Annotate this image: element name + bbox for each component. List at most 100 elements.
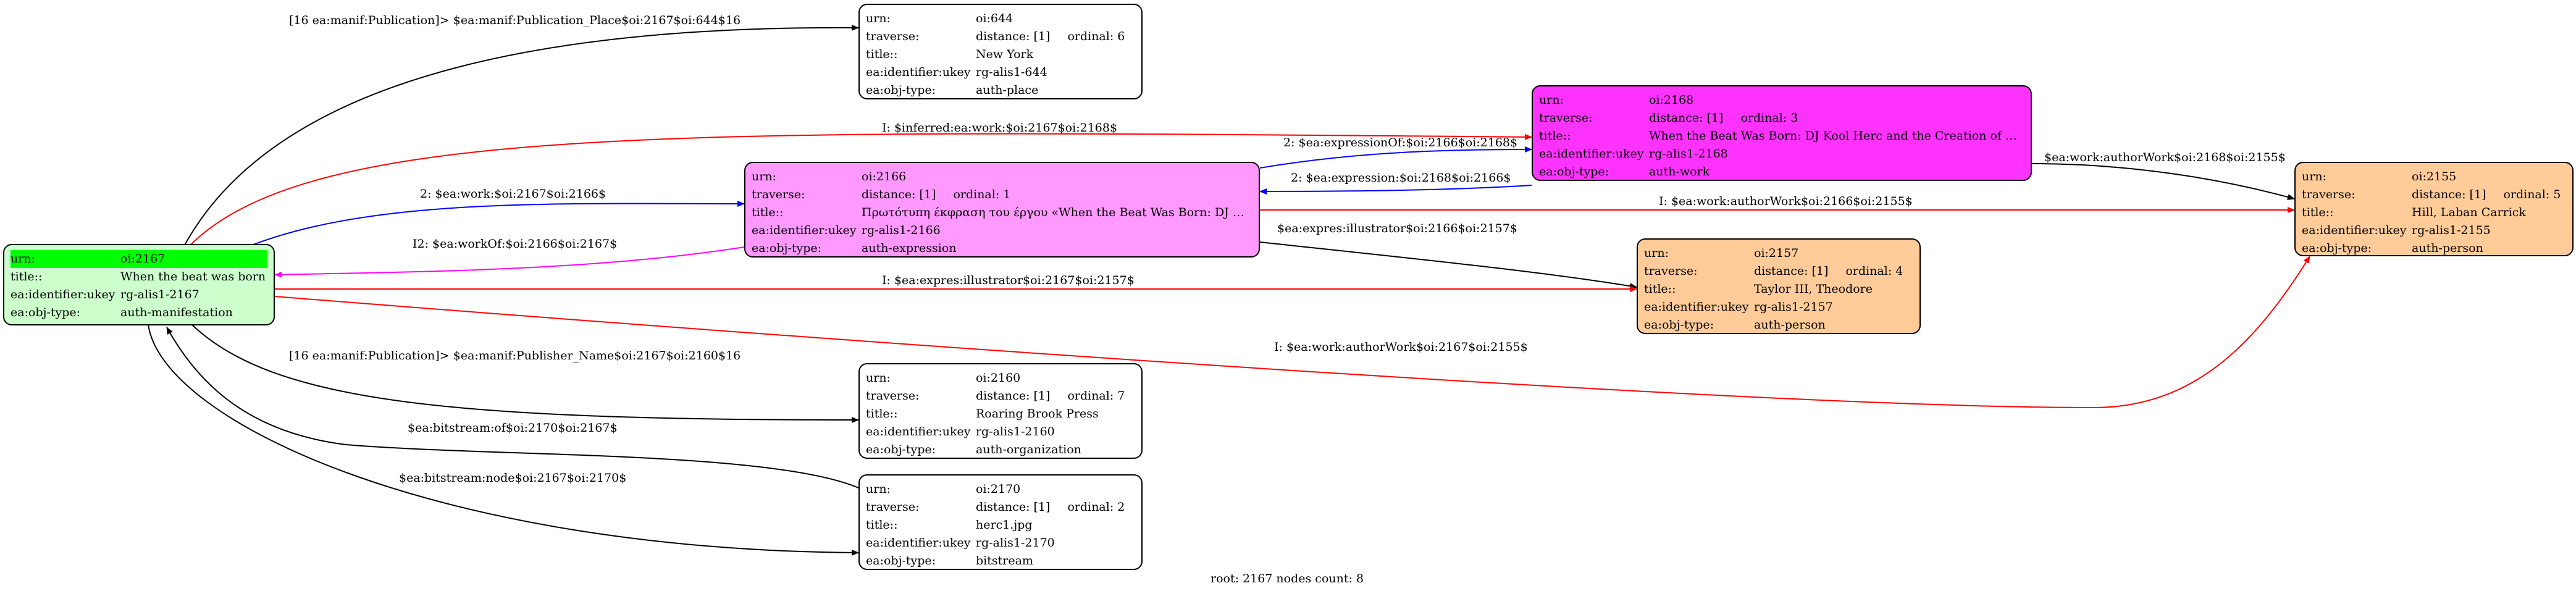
edge-publisher <box>191 324 859 423</box>
objtype-key: ea:obj-type: <box>10 306 81 319</box>
objtype-key: ea:obj-type: <box>2302 241 2372 255</box>
edge-label-inferred-work: I: $inferred:ea:work:$oi:2167$oi:2168$ <box>882 121 1118 135</box>
node-urn-row: urn:oi:2157 <box>1644 245 1913 262</box>
urn-value: oi:2166 <box>862 170 907 183</box>
urn-key: urn: <box>1644 246 1669 260</box>
node-title-row: title::When the beat was born <box>10 268 267 286</box>
identifier-value: rg-alis1-644 <box>976 65 1047 79</box>
node-title-row: title::Hill, Laban Carrick <box>2302 204 2566 222</box>
node-oi-2166[interactable]: urn: oi:2166 traverse:distance: [1]ordina… <box>744 162 1260 258</box>
urn-key: urn: <box>866 482 891 496</box>
node-urn-row: urn:oi:2168 <box>1539 91 2024 109</box>
node-urn-row: urn:oi:2167 <box>10 250 267 268</box>
node-objtype-row: ea:obj-type: auth-person <box>1644 316 1913 334</box>
node-objtype-row: ea:obj-type: auth-organization <box>866 441 1135 459</box>
edge-bitstream-node <box>148 324 859 556</box>
title-value: Πρωτότυπη έκφραση του έργου «When the Be… <box>862 206 1252 219</box>
node-urn-row: urn: oi:2166 <box>752 168 1252 186</box>
node-title-row: title::Taylor III, Theodore <box>1644 280 1913 298</box>
urn-key: urn: <box>10 252 35 266</box>
node-urn-row: urn:oi:2155 <box>2302 168 2566 186</box>
urn-value: oi:644 <box>976 12 1013 25</box>
node-urn-row: urn: oi:644 <box>866 10 1135 28</box>
edge-label-publication-place: [16 ea:manif:Publication]> $ea:manif:Pub… <box>289 14 741 27</box>
edge-label-illustrator-2166: $ea:expres:illustrator$oi:2166$oi:2157$ <box>1277 222 1517 235</box>
edge-work-of <box>274 246 745 278</box>
node-objtype-row: ea:obj-type:auth-expression <box>752 240 1252 258</box>
edge-author-2167 <box>274 256 2310 409</box>
node-oi-2170[interactable]: urn:oi:2170 traverse:distance: [1]ordina… <box>858 474 1143 570</box>
node-objtype-row: ea:obj-type:auth-work <box>1539 163 2024 181</box>
title-value: Hill, Laban Carrick <box>2412 206 2526 219</box>
edge-illustrator-2166 <box>1259 241 1637 290</box>
title-value: Roaring Brook Press <box>976 407 1099 421</box>
title-key: title:: <box>866 407 898 421</box>
distance-value: distance: [1] <box>976 500 1051 514</box>
title-key: title:: <box>10 270 43 283</box>
node-traverse-row: traverse: distance: [1] ordinal: 6 <box>866 28 1135 46</box>
objtype-key: ea:obj-type: <box>866 554 936 568</box>
edge-label-author-2167: I: $ea:work:authorWork$oi:2167$oi:2155$ <box>1274 340 1528 354</box>
edge-label-work: 2: $ea:work:$oi:2167$oi:2166$ <box>420 187 606 201</box>
node-traverse-row: traverse:distance: [1]ordinal: 1 <box>752 186 1252 204</box>
distance-value: distance: [1] <box>976 30 1051 43</box>
node-title-row: title::Πρωτότυπη έκφραση του έργου «When… <box>752 204 1252 222</box>
ordinal-value: ordinal: 6 <box>1067 30 1125 43</box>
graph-footer: root: 2167 nodes count: 8 <box>1210 572 1364 585</box>
objtype-key: ea:obj-type: <box>866 443 936 456</box>
edge-label-bitstream-of: $ea:bitstream:of$oi:2170$oi:2167$ <box>408 421 618 435</box>
node-title-row: title::Roaring Brook Press <box>866 405 1135 423</box>
node-oi-2155[interactable]: urn:oi:2155 traverse:distance: [1]ordina… <box>2294 162 2574 256</box>
objtype-value: auth-manifestation <box>120 306 233 319</box>
traverse-key: traverse: <box>866 500 920 514</box>
traverse-key: traverse: <box>866 389 920 403</box>
identifier-value: rg-alis1-2166 <box>862 224 941 237</box>
objtype-key: ea:obj-type: <box>752 241 822 255</box>
objtype-key: ea:obj-type: <box>1539 165 1609 178</box>
urn-key: urn: <box>752 170 776 183</box>
node-identifier-row: ea:identifier:ukey rg-alis1-644 <box>866 64 1135 82</box>
identifier-value: rg-alis1-2155 <box>2412 224 2491 237</box>
identifier-key: ea:identifier:ukey <box>866 65 971 79</box>
traverse-key: traverse: <box>1644 264 1698 278</box>
ordinal-value: ordinal: 4 <box>1845 264 1903 278</box>
urn-key: urn: <box>866 12 891 25</box>
node-oi-2168[interactable]: urn:oi:2168 traverse:distance: [1]ordina… <box>1532 85 2032 181</box>
objtype-value: auth-organization <box>976 443 1081 456</box>
node-title-row: title::When the Beat Was Born: DJ Kool H… <box>1539 127 2024 145</box>
ordinal-value: ordinal: 3 <box>1740 111 1798 125</box>
edge-label-work-of: I2: $ea:workOf:$oi:2166$oi:2167$ <box>413 237 618 251</box>
node-traverse-row: traverse:distance: [1]ordinal: 2 <box>866 498 1135 516</box>
distance-value: distance: [1] <box>1649 111 1724 125</box>
node-objtype-row: ea:obj-type: auth-manifestation <box>10 304 267 322</box>
identifier-value: rg-alis1-2157 <box>1754 300 1833 314</box>
traverse-key: traverse: <box>866 30 920 43</box>
identifier-value: rg-alis1-2167 <box>120 288 199 301</box>
node-oi-2160[interactable]: urn:oi:2160 traverse:distance: [1]ordina… <box>858 363 1143 459</box>
ordinal-value: ordinal: 5 <box>2503 188 2561 201</box>
title-value: Taylor III, Theodore <box>1754 282 1873 296</box>
node-oi-2157[interactable]: urn:oi:2157 traverse:distance: [1]ordina… <box>1637 238 1921 334</box>
edge-bitstream-of <box>166 327 859 488</box>
objtype-key: ea:obj-type: <box>1644 318 1714 332</box>
node-traverse-row: traverse:distance: [1]ordinal: 5 <box>2302 186 2566 204</box>
node-traverse-row: traverse:distance: [1]ordinal: 4 <box>1644 262 1913 280</box>
objtype-value: auth-person <box>1754 318 1826 332</box>
title-value: New York <box>976 48 1034 61</box>
objtype-key: ea:obj-type: <box>866 83 936 97</box>
urn-value: oi:2160 <box>976 371 1021 385</box>
node-oi-644[interactable]: urn: oi:644 traverse: distance: [1] ordinal… <box>858 4 1143 99</box>
edge-label-expression: 2: $ea:expression:$oi:2168$oi:2166$ <box>1291 171 1511 185</box>
node-oi-2167[interactable]: urn:oi:2167 title::When the beat was bor… <box>3 244 275 325</box>
identifier-key: ea:identifier:ukey <box>10 288 115 301</box>
edge-author-2168 <box>2031 163 2295 200</box>
edge-expression-of <box>1259 146 1532 169</box>
title-value: When the beat was born <box>120 270 266 283</box>
identifier-key: ea:identifier:ukey <box>866 425 971 438</box>
objtype-value: auth-person <box>2412 241 2483 255</box>
